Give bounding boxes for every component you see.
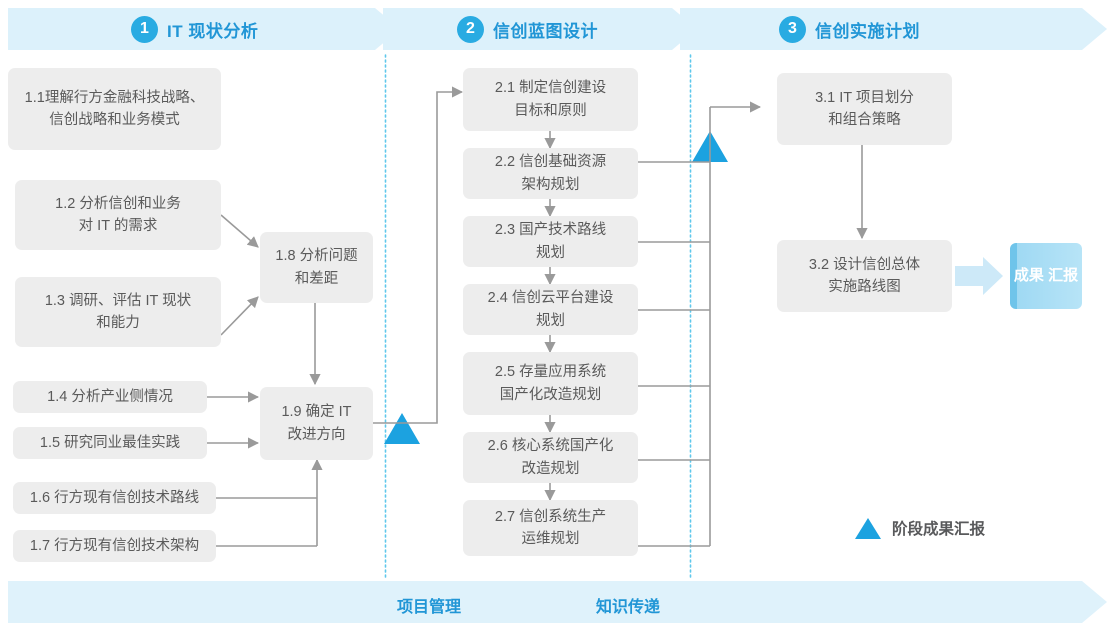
phase-label-3[interactable]: 3 信创实施计划 [779,14,920,44]
task-text-line: 和差距 [294,270,339,287]
task-box-1-3[interactable]: 1.3 调研、评估 IT 现状 和能力 [15,277,221,347]
lane-banner-shape [8,581,1107,623]
task-text-line: 实施路线图 [828,279,901,295]
task-text-line: 3.1 IT 项目划分 [815,89,914,106]
task-text-line: 改造规划 [521,460,580,477]
lane-label-knowledge-transfer[interactable]: 知识传递 [596,599,661,616]
phase-badge-3: 3 [779,15,806,43]
task-text-line: 1.4 分析产业侧情况 [47,388,173,405]
phase-badge-2: 2 [457,15,484,43]
task-text-line: 1.9 确定 IT [281,404,352,421]
task-text-line: 1.1理解行方金融科技战略、 [24,89,205,106]
task-box-2-7[interactable]: 2.7 信创系统生产 运维规划 [463,500,638,556]
result-arrow [955,257,1003,295]
milestone-triangle-phase1 [384,413,420,444]
task-text-line: 2.3 国产技术路线 [494,222,607,239]
task-text-line: 1.7 行方现有信创技术架构 [29,537,200,554]
task-text-line: 规划 [536,244,565,261]
task-box-2-4[interactable]: 2.4 信创云平台建设 规划 [463,284,638,335]
task-box-1-9[interactable]: 1.9 确定 IT 改进方向 [260,387,373,460]
legend: 阶段成果汇报 [855,517,985,539]
task-box-1-5[interactable]: 1.5 研究同业最佳实践 [13,427,207,459]
task-text-line: 信创战略和业务模式 [49,112,180,128]
task-text-line: 目标和原则 [514,102,587,119]
task-text-line: 1.5 研究同业最佳实践 [39,434,181,451]
task-box-2-1[interactable]: 2.1 制定信创建设 目标和原则 [463,68,638,131]
task-text-line: 1.6 行方现有信创技术路线 [29,489,200,506]
task-text-line: 架构规划 [521,176,580,193]
task-text-line: 规划 [536,312,565,329]
phase-title-2: 信创蓝图设计 [493,21,598,41]
task-box-2-2[interactable]: 2.2 信创基础资源 架构规划 [463,148,638,199]
task-text-line: 1.8 分析问题 [275,248,358,265]
wire-1-2-to-1-8 [220,214,259,248]
task-box-3-1[interactable]: 3.1 IT 项目划分 和组合策略 [777,73,952,145]
result-text-line: 成果 [1013,266,1044,284]
phase-title-1: IT 现状分析 [167,21,259,41]
task-text-line: 1.3 调研、评估 IT 现状 [44,292,192,309]
task-text-line: 2.6 核心系统国产化 [487,438,614,455]
phase-title-3: 信创实施计划 [815,21,920,41]
task-text-line: 2.4 信创云平台建设 [487,290,614,307]
task-box-1-8[interactable]: 1.8 分析问题 和差距 [260,232,373,303]
phase-label-1[interactable]: 1 IT 现状分析 [131,14,258,44]
task-box-1-6[interactable]: 1.6 行方现有信创技术路线 [13,482,216,514]
result-box[interactable]: 成果 汇报 [1010,243,1082,309]
task-text-line: 改进方向 [287,426,346,443]
task-box-2-3[interactable]: 2.3 国产技术路线 规划 [463,216,638,267]
wire-1-9-to-2-1 [373,86,464,424]
task-text-line: 2.2 信创基础资源 [494,154,607,171]
task-text-line: 2.5 存量应用系统 [494,364,607,381]
task-box-1-7[interactable]: 1.7 行方现有信创技术架构 [13,530,216,562]
triangle-icon [855,517,881,539]
task-text-line: 和能力 [96,315,140,331]
task-box-2-5[interactable]: 2.5 存量应用系统 国产化改造规划 [463,352,638,415]
task-box-2-6[interactable]: 2.6 核心系统国产化 改造规划 [463,432,638,483]
lane-label-project-management[interactable]: 项目管理 [397,599,462,616]
task-text-line: 和组合策略 [828,112,901,128]
task-text-line: 2.7 信创系统生产 [494,508,607,525]
task-text-line: 运维规划 [521,531,580,547]
task-box-1-1[interactable]: 1.1理解行方金融科技战略、 信创战略和业务模式 [8,68,221,150]
legend-label: 阶段成果汇报 [892,521,986,538]
task-text-line: 对 IT 的需求 [78,218,158,234]
result-text-line: 汇报 [1048,266,1079,284]
task-text-line: 3.2 设计信创总体 [808,256,921,273]
task-text-line: 国产化改造规划 [499,386,602,403]
task-text-line: 1.2 分析信创和业务 [55,195,181,212]
task-box-1-4[interactable]: 1.4 分析产业侧情况 [13,381,207,413]
phase-badge-1: 1 [131,15,158,43]
task-box-1-2[interactable]: 1.2 分析信创和业务 对 IT 的需求 [15,180,221,250]
task-box-3-2[interactable]: 3.2 设计信创总体 实施路线图 [777,240,952,312]
milestone-triangle-phase2 [692,131,728,162]
wire-1-3-to-1-8 [220,296,259,336]
lane-banner-bottom [8,581,1107,623]
phase-label-2[interactable]: 2 信创蓝图设计 [457,14,598,44]
task-text-line: 2.1 制定信创建设 [494,80,607,97]
